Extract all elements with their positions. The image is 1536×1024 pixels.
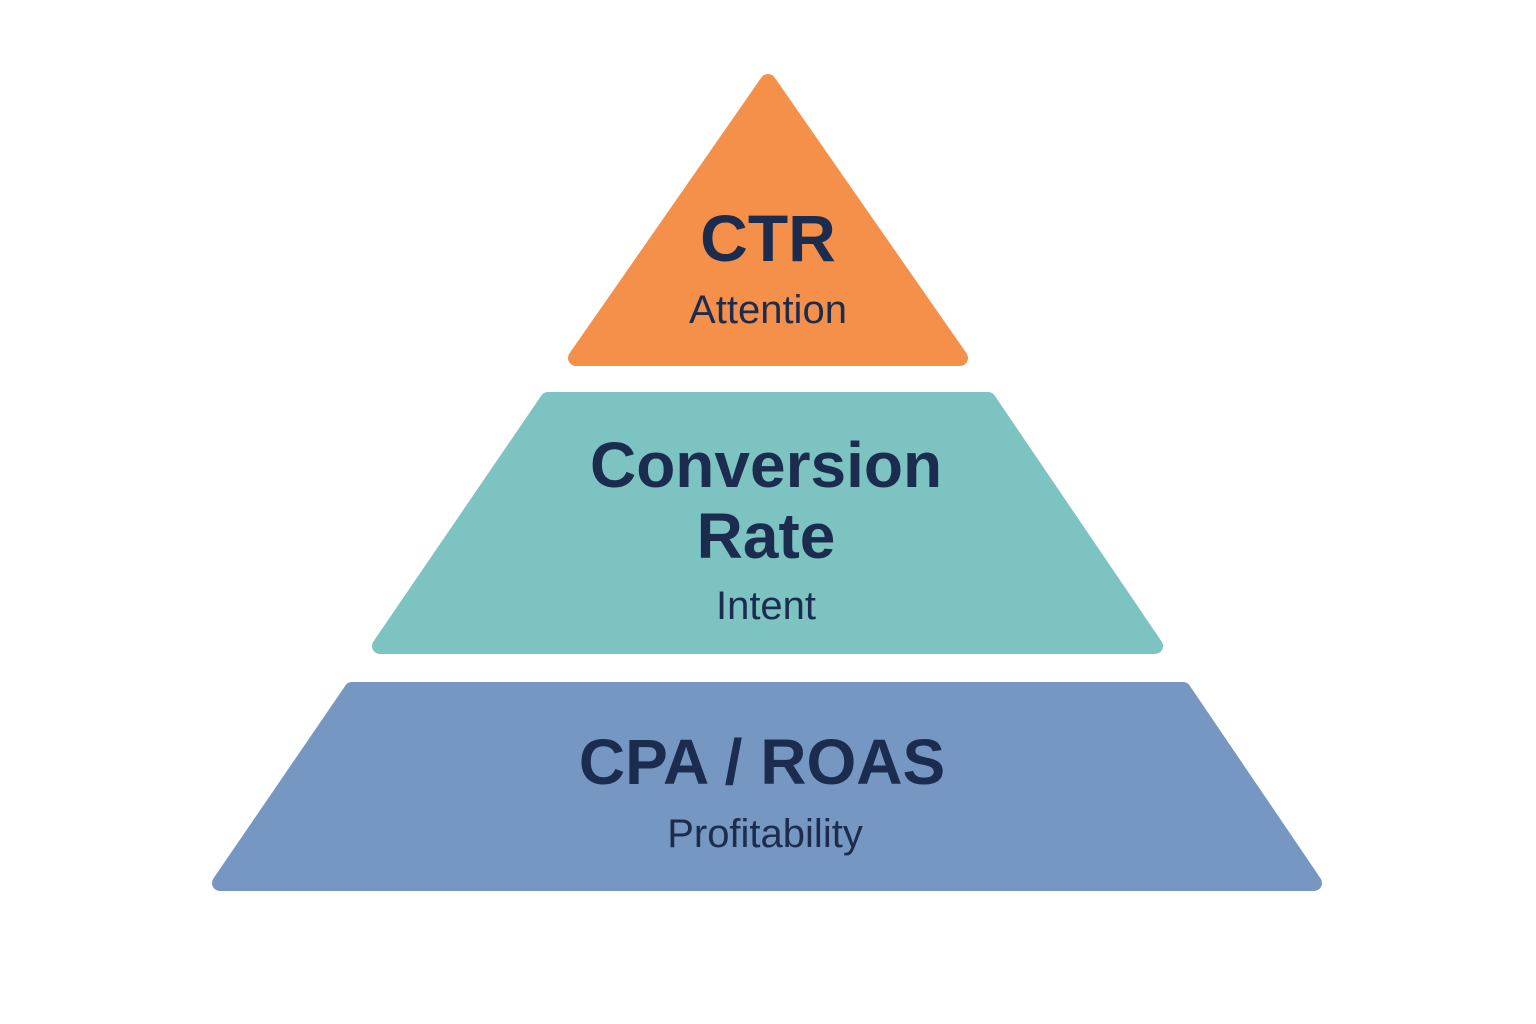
tier-middle-subtitle: Intent [716, 584, 816, 628]
tier-top-subtitle: Attention [689, 288, 847, 332]
tier-middle-shape [372, 392, 1163, 654]
tier-middle-title-line-1: Conversion [590, 429, 942, 501]
tier-top-shape [568, 74, 968, 366]
pyramid-tier-bottom: CPA / ROAS Profitability [212, 682, 1322, 891]
tier-top-title: CTR [700, 201, 836, 275]
pyramid-tier-top: CTR Attention [568, 74, 968, 366]
tier-bottom-shape [212, 682, 1322, 891]
tier-bottom-title: CPA / ROAS [579, 726, 945, 798]
tier-bottom-subtitle: Profitability [667, 812, 863, 856]
tier-middle-title-line-2: Rate [697, 500, 836, 572]
pyramid-tier-middle: Conversion Rate Intent [372, 392, 1163, 654]
